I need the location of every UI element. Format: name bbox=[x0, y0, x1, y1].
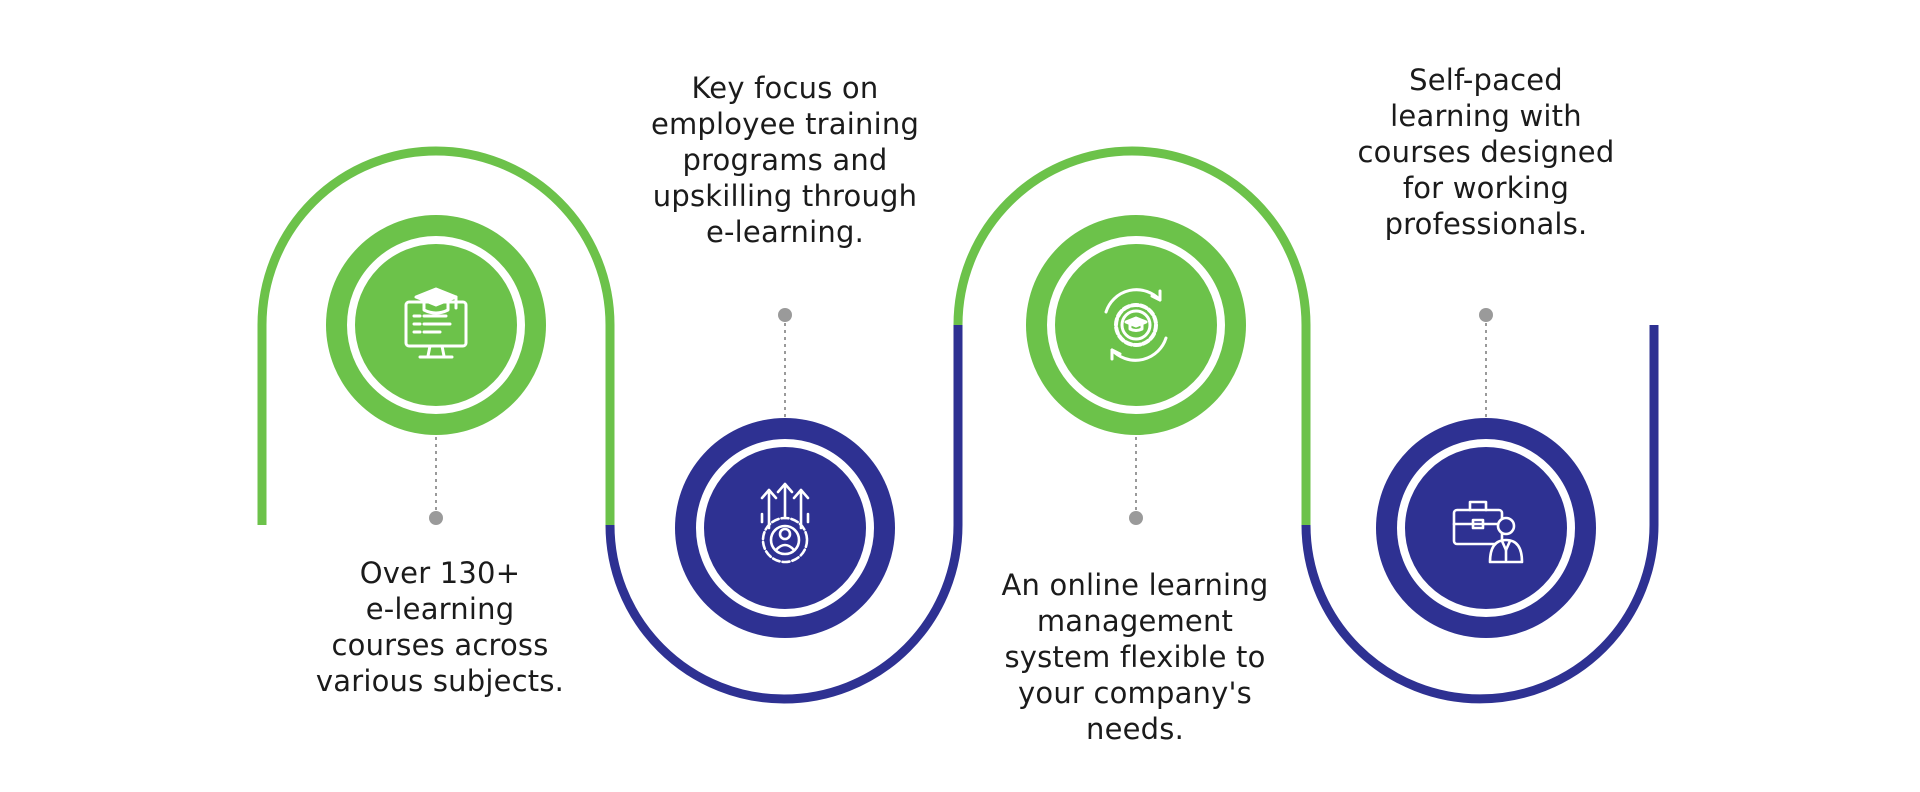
path-segment-2 bbox=[605, 325, 963, 704]
step-3-caption: An online learning management system fle… bbox=[1001, 568, 1269, 746]
path-segment-1 bbox=[257, 146, 615, 525]
working-professional-briefcase-icon bbox=[1452, 500, 1524, 564]
path-segment-4 bbox=[1301, 325, 1659, 704]
step-4-circle bbox=[1376, 418, 1596, 638]
step-2-circle bbox=[675, 418, 895, 638]
connector-2 bbox=[778, 308, 792, 420]
step-1-circle bbox=[326, 215, 546, 435]
path-segment-3 bbox=[953, 146, 1311, 525]
e-learning-monitor-icon bbox=[404, 287, 468, 359]
connector-1 bbox=[429, 430, 443, 525]
step-2-caption: Key focus on employee training programs … bbox=[650, 71, 920, 249]
connector-4 bbox=[1479, 308, 1493, 420]
step-3-circle bbox=[1026, 215, 1246, 435]
connector-3 bbox=[1129, 430, 1143, 525]
step-4-caption: Self-paced learning with courses designe… bbox=[1357, 63, 1615, 241]
learning-management-cycle-icon bbox=[1104, 288, 1168, 362]
upskilling-gear-icon bbox=[760, 482, 810, 564]
step-1-caption: Over 130+ e-learning courses across vari… bbox=[315, 556, 565, 698]
